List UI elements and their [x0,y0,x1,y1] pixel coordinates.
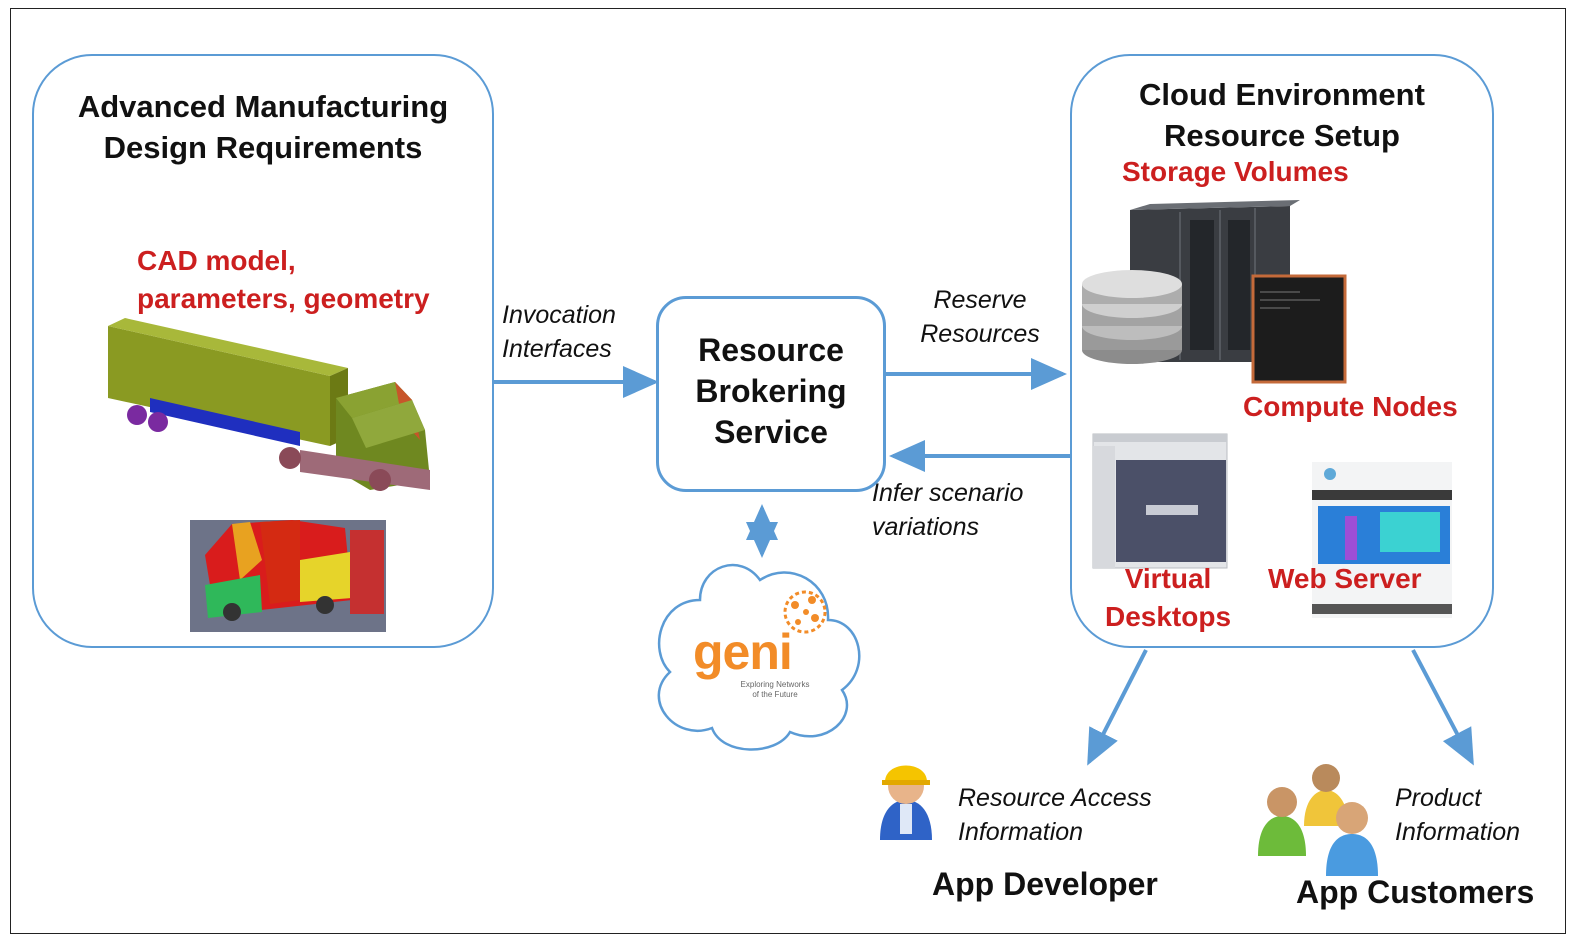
label-line: Product [1395,784,1482,812]
infer-scenario-label: Infer scenario variations [872,476,1023,544]
label-line: Resource Access [958,784,1152,812]
label-line: Resources [920,320,1040,348]
cad-model-label: CAD model, parameters, geometry [137,242,430,318]
label-line: Reserve [933,286,1027,314]
resource-brokering-service-label: Resource Brokering Service [656,330,886,453]
product-info-label: Product Information [1395,781,1520,849]
subtitle-line: parameters, geometry [137,283,430,314]
virtual-desktops-label: Virtual Desktops [1098,560,1238,636]
label-line: Information [958,818,1084,846]
resource-brokering-service-box [656,296,886,492]
web-server-label: Web Server [1268,563,1422,594]
resource-access-info-label: Resource Access Information [958,781,1152,849]
label-line: Virtual [1124,563,1212,594]
cloud-environment-title: Cloud Environment Resource Setup [1070,74,1494,156]
invocation-interfaces-label: Invocation Interfaces [502,298,616,366]
app-customers-label: App Customers [1296,874,1535,910]
geni-tagline: Exploring Networks of the Future [730,680,820,700]
title-line: Cloud Environment [1139,77,1425,112]
storage-volumes-label: Storage Volumes [1122,156,1349,187]
compute-nodes-label: Compute Nodes [1243,391,1458,422]
terminal-window-icon [1251,274,1347,384]
label-line: variations [872,513,979,541]
label-line: Invocation [502,301,616,329]
label-line: Interfaces [502,335,612,363]
developer-arrow [1087,649,1148,766]
tagline-line: Exploring Networks [740,680,810,689]
label-line: Service [714,414,828,450]
label-line: Resource [698,332,844,368]
customers-arrow [1411,649,1474,766]
disk-stack-icon [1082,270,1182,364]
geni-logo-text: geni [693,624,793,680]
label-line: Infer scenario [872,479,1024,507]
tagline-line: of the Future [752,690,798,699]
geni-globe-icon [783,590,827,634]
app-developer-label: App Developer [932,866,1158,902]
design-requirements-title: Advanced Manufacturing Design Requiremen… [40,86,486,168]
label-line: Brokering [695,373,847,409]
title-line: Advanced Manufacturing [77,89,449,124]
reserve-resources-label: Reserve Resources [900,283,1060,351]
title-line: Resource Setup [1163,118,1400,153]
label-line: Information [1395,818,1521,846]
label-line: Desktops [1104,601,1232,632]
subtitle-line: CAD model, [137,245,296,276]
title-line: Design Requirements [103,130,423,165]
